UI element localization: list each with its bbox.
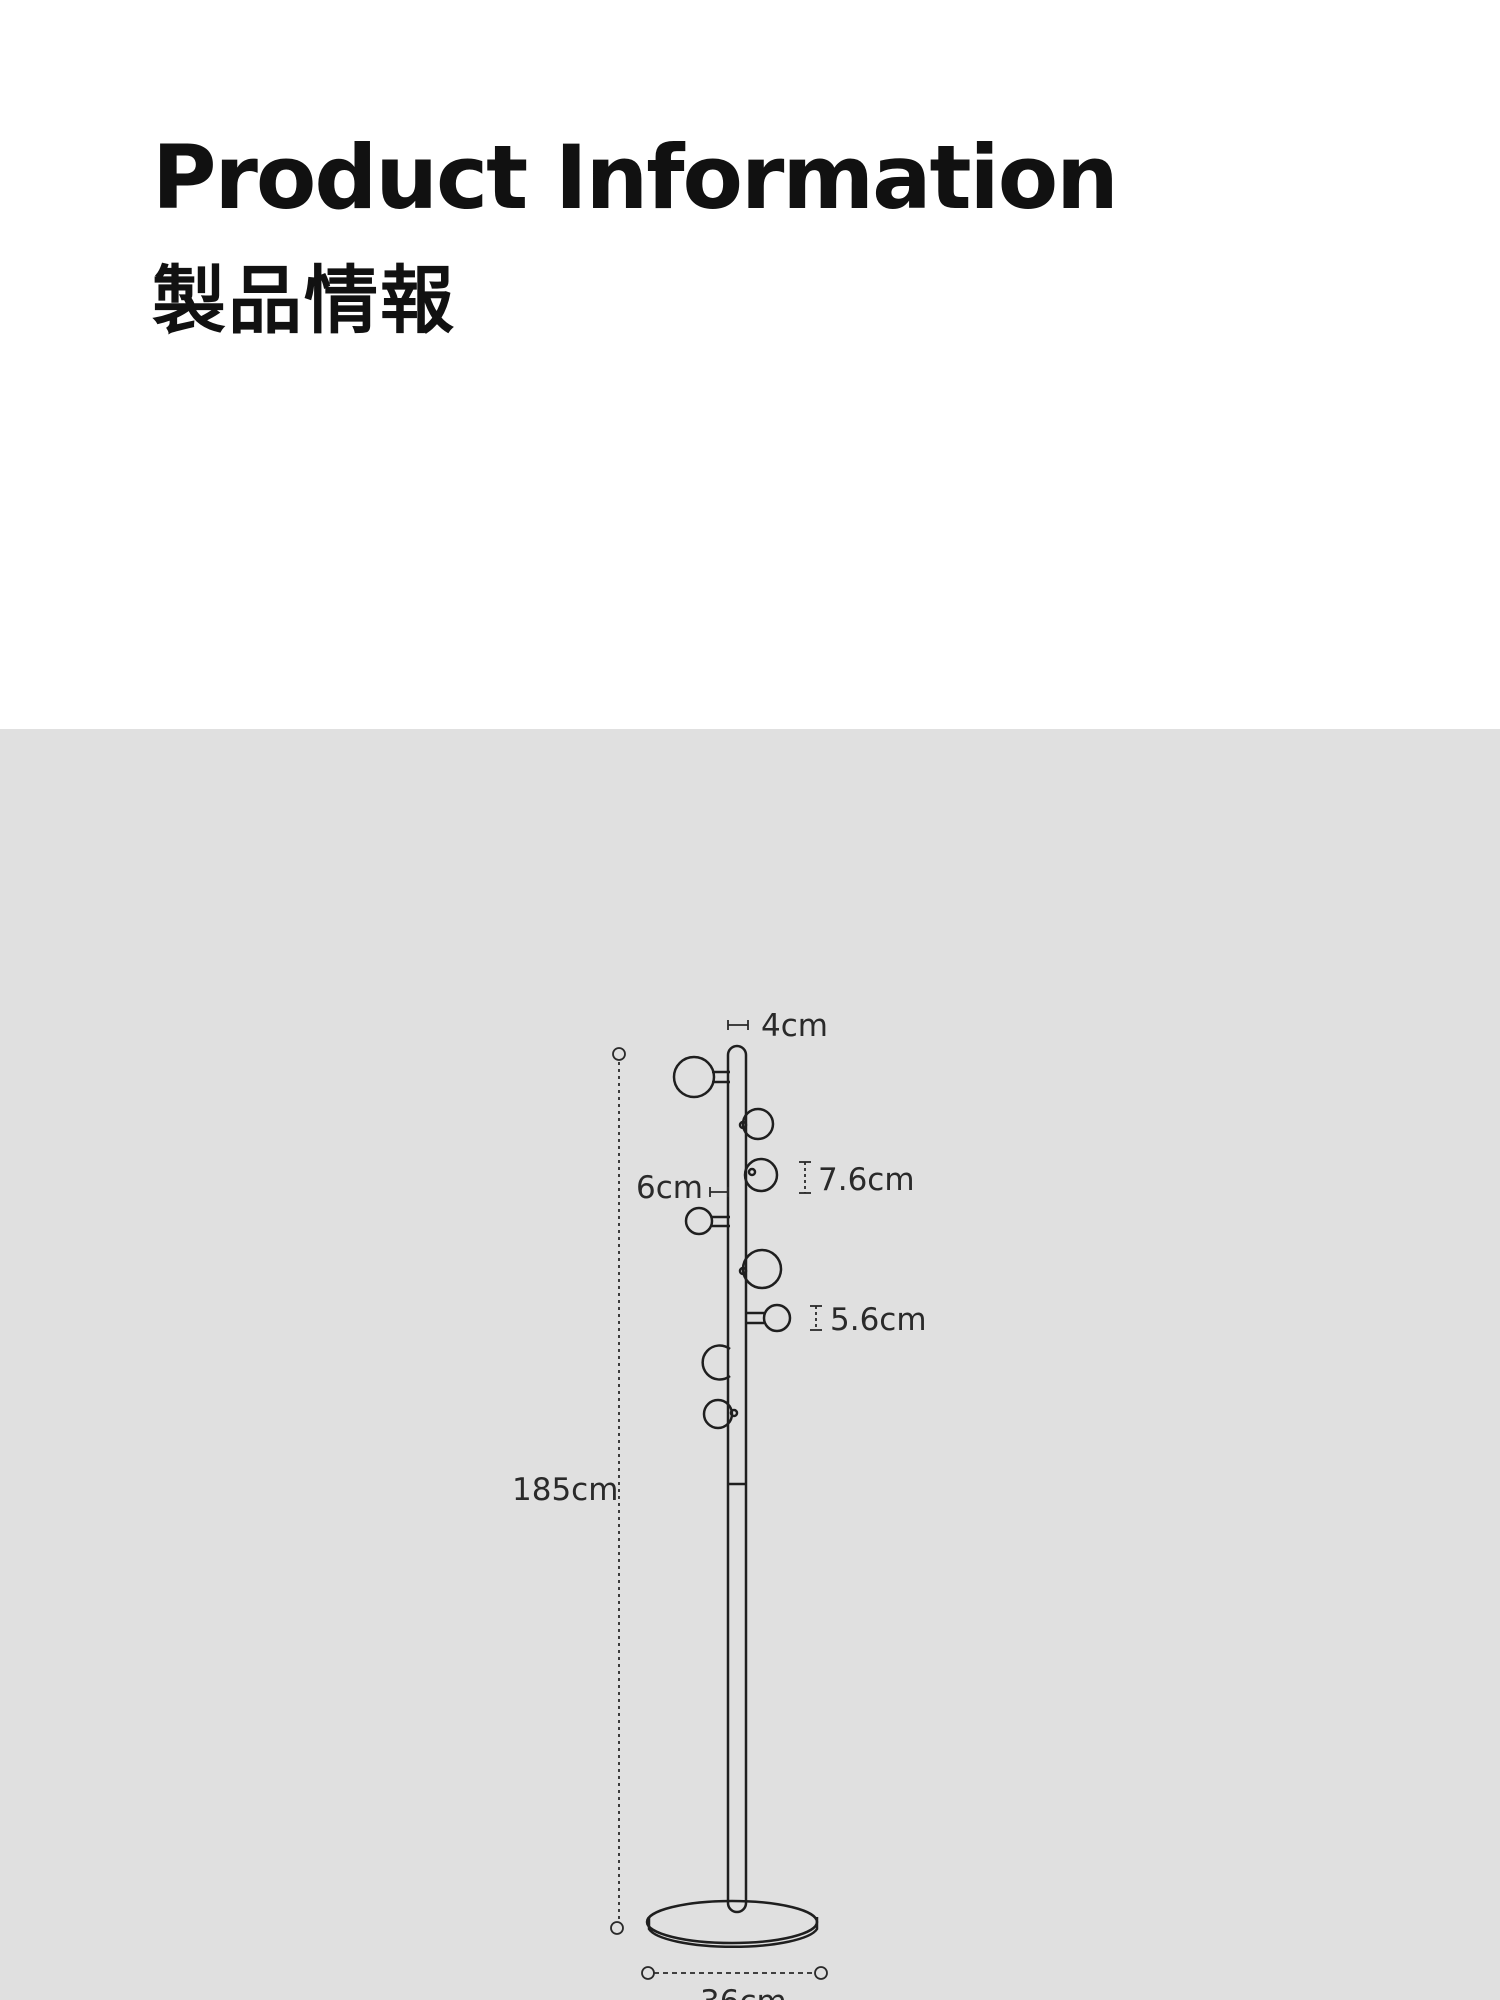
- diagram-panel: 4cm 7.6cm 6cm 5.6cm 185cm 36cm: [0, 729, 1500, 2000]
- height-bottom-marker: [610, 1921, 624, 1935]
- hook-8: [702, 1398, 739, 1430]
- small-hook-marker: [810, 1305, 822, 1331]
- height-label: 185cm: [512, 1472, 618, 1508]
- base-left-marker: [641, 1966, 655, 1980]
- hook-length-marker: [709, 1187, 729, 1197]
- base-diameter-label: 36cm: [700, 1984, 787, 2000]
- large-hook-marker: [799, 1161, 811, 1194]
- hook-length-label: 6cm: [636, 1170, 703, 1206]
- hook-2: [738, 1107, 775, 1141]
- pole-width-label: 4cm: [761, 1008, 828, 1044]
- dimension-guides: [610, 1020, 828, 1980]
- hook-6: [746, 1303, 792, 1333]
- header-section: Product Information 製品情報: [0, 0, 1500, 729]
- diagram-background: [0, 729, 1500, 2000]
- height-top-marker: [612, 1047, 626, 1061]
- page-subtitle-japanese: 製品情報: [152, 258, 456, 344]
- hook-1: [672, 1055, 730, 1099]
- hook-4: [684, 1206, 730, 1236]
- hook-5: [738, 1248, 783, 1290]
- large-hook-diameter-label: 7.6cm: [818, 1162, 915, 1198]
- pole-width-marker: [727, 1020, 749, 1030]
- base-right-marker: [814, 1966, 828, 1980]
- hook-3: [743, 1157, 779, 1193]
- coat-rack-drawing: [645, 1044, 819, 1949]
- coat-rack-pole: [726, 1044, 748, 1914]
- coat-rack-diagram: 4cm 7.6cm 6cm 5.6cm 185cm 36cm: [0, 729, 1500, 2000]
- small-hook-diameter-label: 5.6cm: [830, 1302, 927, 1338]
- page-title: Product Information: [152, 126, 1119, 229]
- coat-rack-base: [645, 1899, 819, 1949]
- hook-7: [701, 1344, 731, 1381]
